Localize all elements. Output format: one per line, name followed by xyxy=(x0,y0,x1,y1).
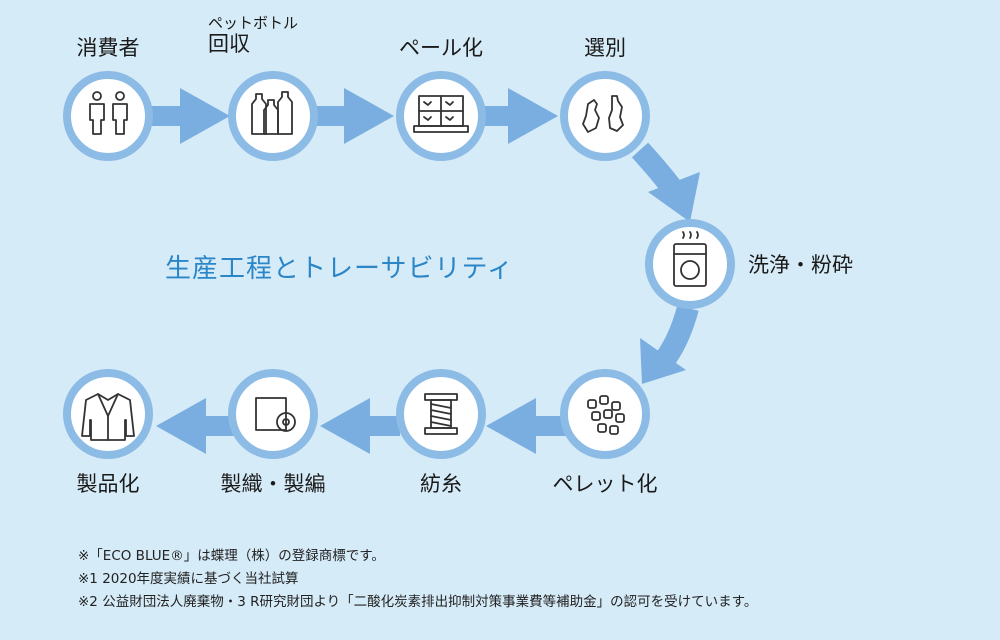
people-icon xyxy=(89,91,128,135)
step-label-collection-top: ペットボトル xyxy=(208,14,299,32)
circle-consumer xyxy=(63,71,153,161)
bale-icon xyxy=(413,95,469,133)
arrow-sorting-to-washing xyxy=(631,142,700,222)
step-label-collection-main: 回収 xyxy=(208,32,250,56)
step-label-weaving: 製織・製編 xyxy=(220,472,326,496)
pellets-icon xyxy=(587,395,625,435)
step-label-pellet: ペレット化 xyxy=(552,472,658,496)
jacket-icon xyxy=(81,393,135,441)
step-label-bale: ペール化 xyxy=(399,36,483,60)
thread-spool-icon xyxy=(424,393,458,435)
footnote-trademark: ※「ECO BLUE®」は蝶理（株）の登録商標です。 xyxy=(78,548,385,564)
fabric-roll-icon xyxy=(255,397,296,432)
arrow-consumer-to-collection xyxy=(150,88,230,144)
step-label-washing: 洗浄・粉砕 xyxy=(748,253,853,277)
arrow-washing-to-pellet xyxy=(640,305,699,384)
circle-collection xyxy=(228,71,318,161)
footnote-1: ※1 2020年度実績に基づく当社試算 xyxy=(78,571,299,587)
crushed-bottles-icon xyxy=(582,95,624,133)
arrow-spinning-to-weaving xyxy=(320,398,400,454)
washing-machine-icon xyxy=(673,231,707,287)
step-label-spinning: 紡糸 xyxy=(420,472,462,496)
step-label-collection: ペットボトル 回収 xyxy=(208,14,338,56)
circle-weaving xyxy=(228,369,318,459)
circle-washing xyxy=(645,219,735,309)
pet-bottles-icon xyxy=(251,91,293,135)
circle-pellet xyxy=(560,369,650,459)
circle-spinning xyxy=(396,369,486,459)
arrow-bale-to-sorting xyxy=(478,88,558,144)
footnote-2: ※2 公益財団法人廃棄物・3 R研究財団より「二酸化炭素排出抑制対策事業費等補助… xyxy=(78,594,758,610)
footnotes: ※「ECO BLUE®」は蝶理（株）の登録商標です。 ※1 2020年度実績に基… xyxy=(78,545,757,614)
arrow-pellet-to-spinning xyxy=(486,398,566,454)
step-label-sorting: 選別 xyxy=(584,36,626,60)
arrow-collection-to-bale xyxy=(314,88,394,144)
diagram-title: 生産工程とトレーサビリティ xyxy=(165,254,514,284)
step-label-consumer: 消費者 xyxy=(76,36,140,60)
arrow-weaving-to-product xyxy=(156,398,236,454)
circle-sorting xyxy=(560,71,650,161)
step-label-product: 製品化 xyxy=(76,472,140,496)
